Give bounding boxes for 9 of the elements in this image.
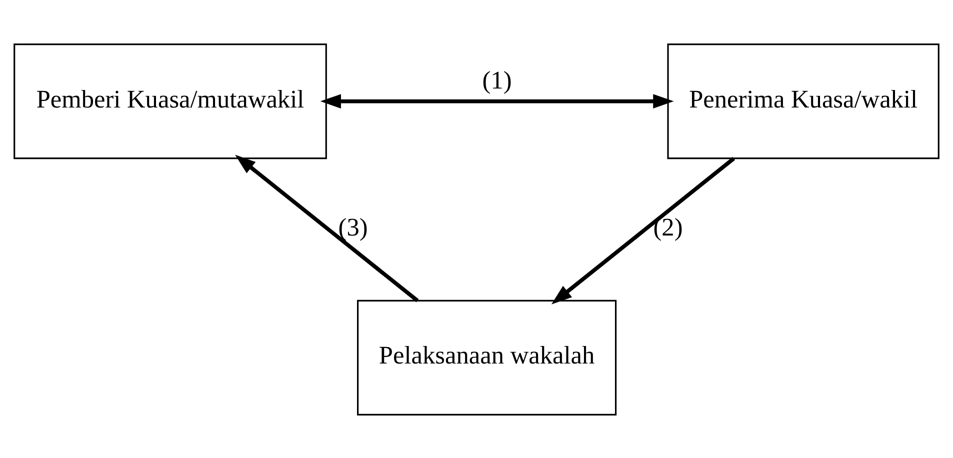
edge-label: (1) xyxy=(482,66,512,94)
node-box: Pemberi Kuasa/mutawakil xyxy=(14,43,327,159)
node-box: Pelaksanaan wakalah xyxy=(357,299,617,415)
arrow xyxy=(235,154,419,302)
node-box: Penerima Kuasa/wakil xyxy=(667,43,940,159)
arrow xyxy=(551,156,736,304)
edge-label: (2) xyxy=(653,213,683,242)
arrow xyxy=(320,94,674,108)
edge-label: (3) xyxy=(338,213,368,242)
